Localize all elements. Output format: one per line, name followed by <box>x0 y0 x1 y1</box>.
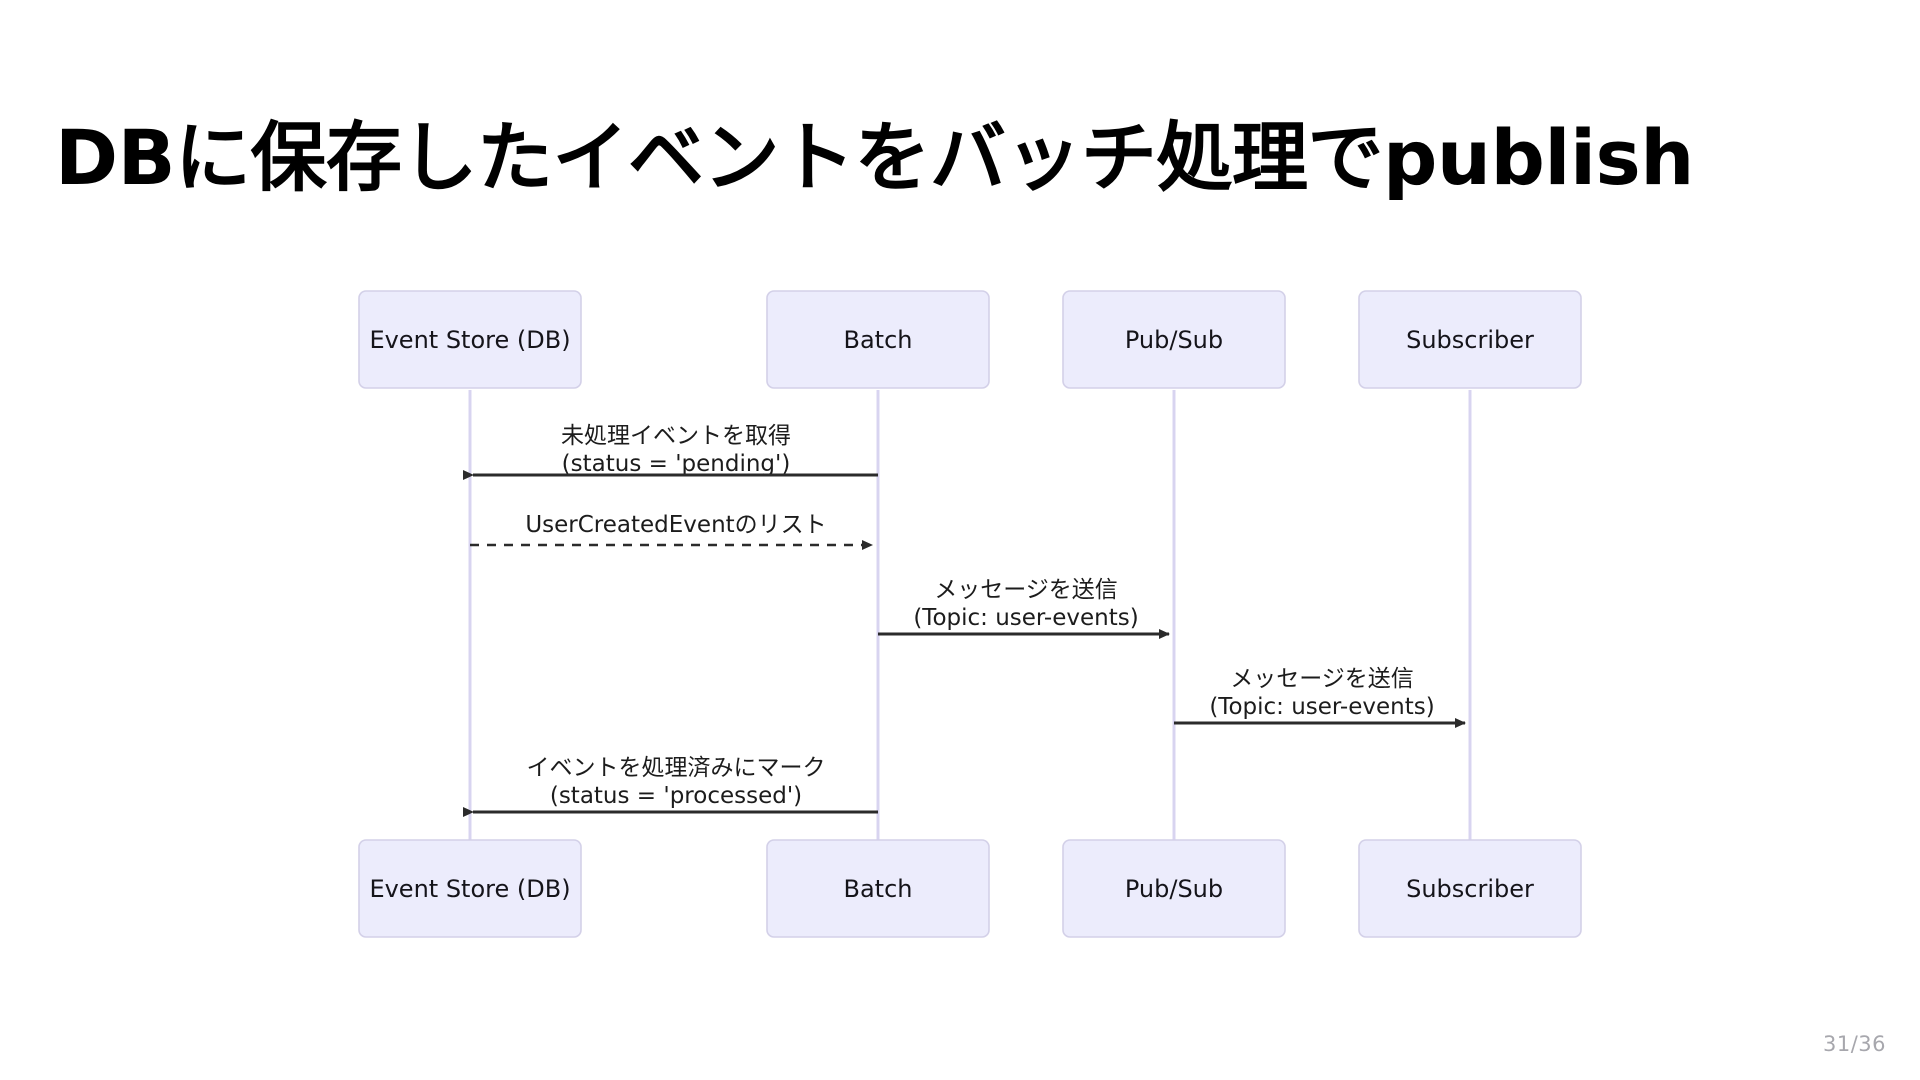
message-5-label-line2: (status = 'processed') <box>550 783 802 809</box>
participant-bottom-label-event-store: Event Store (DB) <box>369 875 570 903</box>
participant-top-event-store[interactable]: Event Store (DB) <box>358 290 582 389</box>
participants-top: Event Store (DB) Batch Pub/Sub Subscribe… <box>358 290 1582 389</box>
participants-bottom: Event Store (DB) Batch Pub/Sub Subscribe… <box>358 839 1582 938</box>
message-4-label-line1: メッセージを送信 <box>1230 666 1414 692</box>
page-indicator: 31/36 <box>1822 1032 1886 1056</box>
participant-top-label-batch: Batch <box>844 326 913 354</box>
lifelines <box>468 390 1472 840</box>
participant-top-subscriber[interactable]: Subscriber <box>1358 290 1582 389</box>
message-1: 未処理イベントを取得 (status = 'pending') <box>463 423 878 480</box>
message-2: UserCreatedEventのリスト <box>470 512 873 550</box>
message-5: イベントを処理済みにマーク (status = 'processed') <box>463 755 878 817</box>
participant-top-label-subscriber: Subscriber <box>1406 326 1534 354</box>
participant-bottom-subscriber[interactable]: Subscriber <box>1358 839 1582 938</box>
participant-bottom-batch[interactable]: Batch <box>766 839 990 938</box>
message-5-label-line1: イベントを処理済みにマーク <box>527 755 826 781</box>
participant-bottom-pubsub[interactable]: Pub/Sub <box>1062 839 1286 938</box>
participant-top-pubsub[interactable]: Pub/Sub <box>1062 290 1286 389</box>
message-1-label-line1: 未処理イベントを取得 <box>561 423 791 449</box>
participant-bottom-label-subscriber: Subscriber <box>1406 875 1534 903</box>
message-4: メッセージを送信 (Topic: user-events) <box>1174 666 1466 728</box>
message-1-label-line2: (status = 'pending') <box>562 451 791 477</box>
page-title: DBに保存したイベントをバッチ処理でpublish <box>55 113 1694 202</box>
message-3: メッセージを送信 (Topic: user-events) <box>878 577 1170 639</box>
participant-bottom-event-store[interactable]: Event Store (DB) <box>358 839 582 938</box>
participant-bottom-label-pubsub: Pub/Sub <box>1125 875 1223 903</box>
participant-top-batch[interactable]: Batch <box>766 290 990 389</box>
participant-bottom-label-batch: Batch <box>844 875 913 903</box>
message-3-label-line1: メッセージを送信 <box>934 577 1118 603</box>
participant-top-label-pubsub: Pub/Sub <box>1125 326 1223 354</box>
message-2-label-line1: UserCreatedEventのリスト <box>525 512 826 538</box>
message-4-label-line2: (Topic: user-events) <box>1209 694 1434 720</box>
message-3-label-line2: (Topic: user-events) <box>913 605 1138 631</box>
participant-top-label-event-store: Event Store (DB) <box>369 326 570 354</box>
